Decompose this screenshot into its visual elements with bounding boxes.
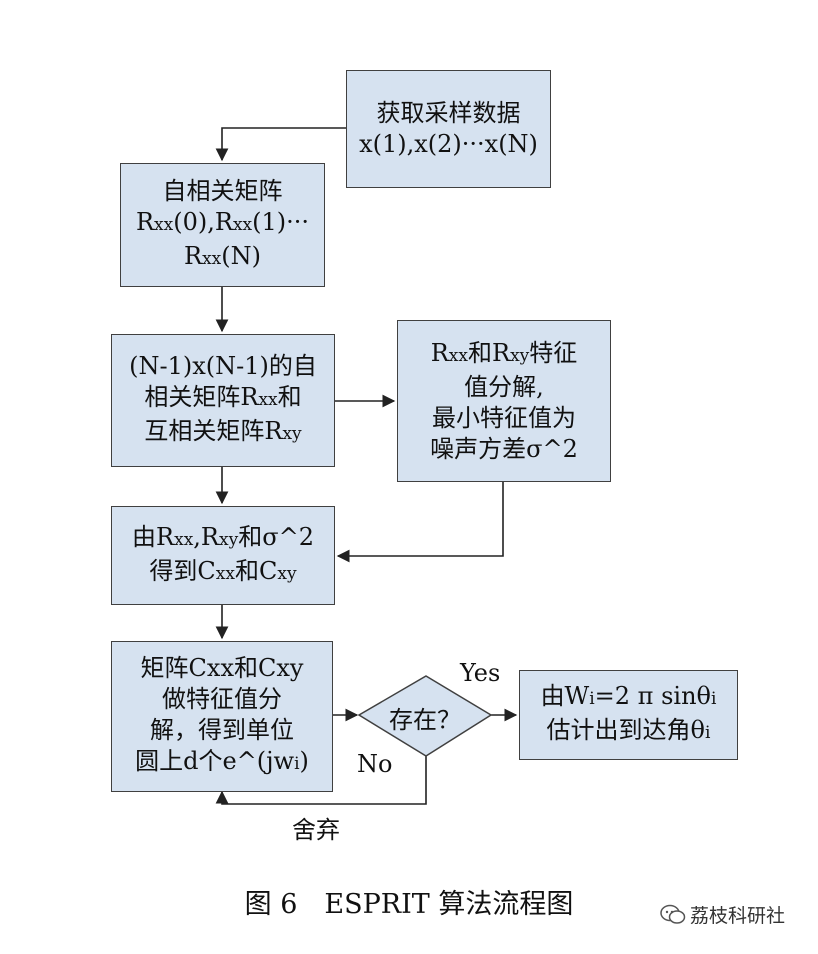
eig-line2: 值分解, — [464, 372, 544, 401]
autocorr-line1: 自相关矩阵 — [162, 176, 283, 205]
cross-line2: 相关矩阵Rxx和 — [144, 383, 302, 411]
node-cross-correlation: (N-1)x(N-1)的自 相关矩阵Rxx和 互相关矩阵Rxy — [111, 334, 335, 467]
node-c-matrix: 由Rxx,Rxy和σ^2 得到Cxx和Cxy — [111, 506, 335, 605]
watermark-text: 荔枝科研社 — [690, 905, 786, 927]
node-acquire-data: 获取采样数据 x(1),x(2)···x(N) — [346, 70, 551, 188]
acquire-line2: x(1),x(2)···x(N) — [359, 130, 538, 158]
eig-line4: 噪声方差σ^2 — [430, 434, 578, 463]
decomp-line2: 做特征值分 — [162, 685, 282, 713]
edge-decision-no-to-decomp — [215, 756, 427, 805]
node-result: 由Wi=2 π sinθi 估计出到达角θi — [519, 670, 738, 760]
autocorr-line2: Rxx(0),Rxx(1)··· — [135, 207, 310, 236]
acquire-line1: 获取采样数据 — [376, 99, 521, 127]
decomp-line1: 矩阵Cxx和Cxy — [140, 654, 304, 682]
edge-label-yes: Yes — [460, 659, 501, 687]
decision-diamond — [357, 675, 493, 757]
decomp-line4: 圆上d个e^(jwi) — [135, 747, 309, 775]
node-eigen-decomposition: Rxx和Rxy特征 值分解, 最小特征值为 噪声方差σ^2 — [397, 320, 611, 482]
chat-bubble-icon — [660, 904, 686, 924]
cross-line1: (N-1)x(N-1)的自 — [129, 352, 317, 380]
eig-line3: 最小特征值为 — [432, 403, 576, 432]
result-line2: 估计出到达角θi — [546, 716, 711, 744]
watermark: 荔枝科研社 — [660, 901, 785, 928]
edge-acquire-to-autocorr — [215, 127, 346, 162]
edge-label-discard: 舍弃 — [292, 816, 340, 844]
edge-eig-to-cmatrix — [336, 482, 504, 563]
figure-caption: 图 6 ESPRIT 算法流程图 — [244, 889, 574, 920]
edge-label-no: No — [357, 750, 393, 778]
cmatrix-line1: 由Rxx,Rxy和σ^2 — [132, 522, 314, 551]
result-line1: 由Wi=2 π sinθi — [540, 682, 717, 710]
decomp-line3: 解，得到单位 — [150, 716, 294, 744]
autocorr-line3: Rxx(N) — [184, 241, 261, 270]
eig-line1: Rxx和Rxy特征 — [430, 338, 578, 367]
decision-text: 存在？ — [389, 706, 461, 734]
cmatrix-line2: 得到Cxx和Cxy — [149, 556, 297, 585]
node-autocorrelation-matrix: 自相关矩阵 Rxx(0),Rxx(1)··· Rxx(N) — [120, 163, 325, 287]
cross-line3: 互相关矩阵Rxy — [144, 417, 302, 445]
node-matrix-decomposition: 矩阵Cxx和Cxy 做特征值分 解，得到单位 圆上d个e^(jwi) — [111, 641, 333, 792]
